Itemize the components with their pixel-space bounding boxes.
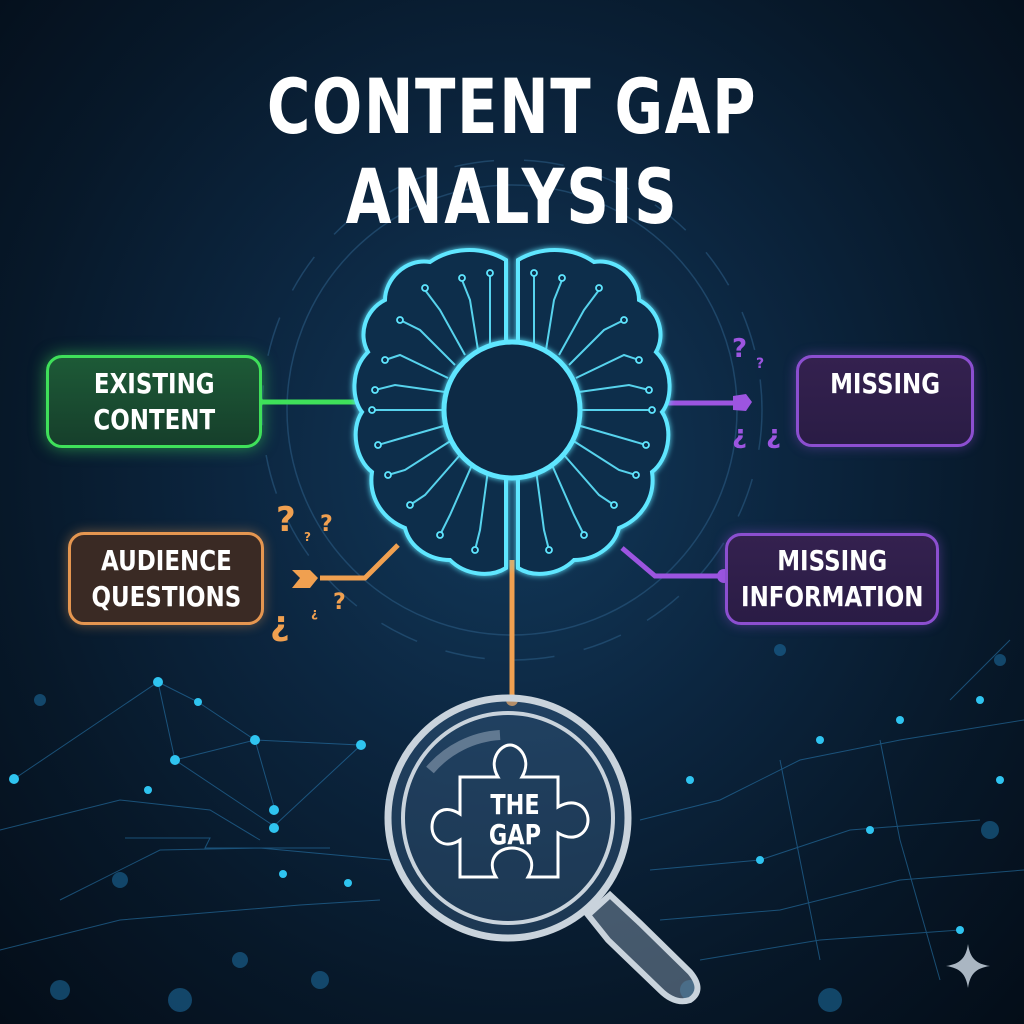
- missing-information-connector: [620, 546, 725, 579]
- existing-content-label-2: CONTENT: [93, 402, 215, 436]
- audience-questions-node: AUDIENCE QUESTIONS: [68, 532, 264, 625]
- page-title: CONTENT GAP ANALYSIS: [266, 62, 758, 241]
- existing-content-label-1: EXISTING: [93, 366, 215, 400]
- question-mark-icon: ?: [333, 590, 346, 615]
- missing-information-node: MISSING INFORMATION: [725, 533, 939, 625]
- the-gap-label-1: THE: [490, 788, 540, 821]
- missing-information-label-1: MISSING: [776, 544, 888, 577]
- inverted-question-mark-icon: ¿: [766, 420, 782, 450]
- sparkle-icon: [946, 944, 990, 988]
- inverted-question-mark-icon: ¿: [270, 604, 290, 644]
- brain-core: [441, 339, 583, 481]
- question-mark-icon: ?: [732, 334, 748, 364]
- question-mark-icon: ?: [320, 512, 333, 537]
- missing-node: MISSING: [796, 355, 974, 447]
- question-mark-icon: ?: [756, 356, 765, 372]
- missing-label: MISSING: [829, 367, 941, 400]
- missing-information-label-2: INFORMATION: [740, 580, 924, 613]
- audience-questions-label-1: AUDIENCE: [100, 543, 232, 577]
- inverted-question-mark-icon: ¿: [311, 606, 318, 620]
- question-mark-icon: ?: [276, 500, 296, 540]
- inverted-question-mark-icon: ¿: [732, 420, 748, 450]
- existing-content-node: EXISTING CONTENT: [46, 355, 262, 448]
- the-gap-label: THE GAP: [470, 790, 560, 850]
- the-gap-label-2: GAP: [488, 818, 542, 851]
- puzzle-piece-icon: [430, 743, 590, 879]
- question-mark-icon: ?: [304, 530, 311, 544]
- audience-questions-connector: [320, 543, 400, 581]
- audience-questions-label-2: QUESTIONS: [91, 579, 241, 613]
